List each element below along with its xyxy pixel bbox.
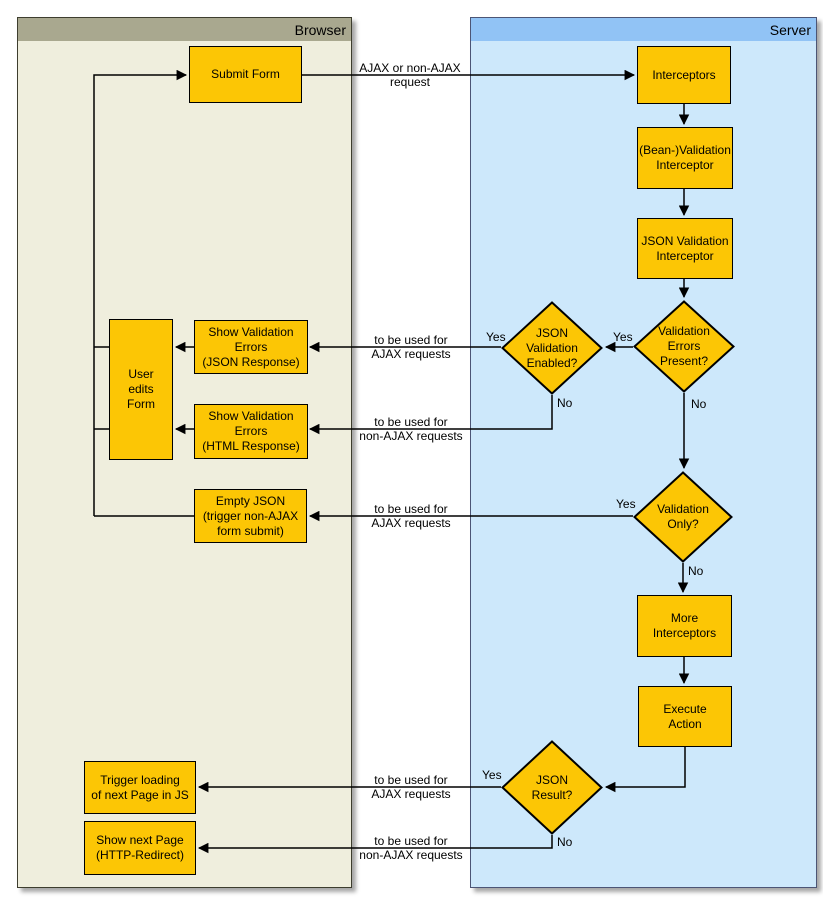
label-no-validation-only: No — [688, 564, 704, 578]
edge-label-ajax-mid-line2: AJAX requests — [371, 516, 451, 530]
decision-validation-only-label: Validation Only? — [657, 502, 709, 531]
decision-json-result: JSON Result? — [501, 740, 603, 835]
diamond-shape-icon — [633, 471, 733, 563]
node-submit-form: Submit Form — [189, 46, 302, 103]
label-yes-validation-only: Yes — [616, 497, 636, 511]
node-interceptors-label: Interceptors — [652, 67, 716, 82]
decision-validation-only: Validation Only? — [633, 471, 733, 563]
node-show-next-page-label: Show next Page (HTTP-Redirect) — [95, 833, 184, 862]
node-bean-validation-interceptor: (Bean-)Validation Interceptor — [637, 127, 733, 189]
edge-label-request-line2: request — [389, 75, 431, 89]
node-empty-json-label: Empty JSON (trigger non-AJAX form submit… — [202, 493, 299, 538]
diamond-shape-icon — [501, 301, 603, 395]
node-user-edits-form: User edits Form — [109, 319, 173, 460]
lane-server-header: Server — [471, 18, 816, 41]
label-no-json-result: No — [557, 835, 573, 849]
node-show-validation-errors-json-label: Show Validation Errors (JSON Response) — [202, 324, 300, 369]
lane-browser-title: Browser — [294, 21, 346, 38]
edge-label-ajax-mid-line1: to be used for — [374, 502, 448, 516]
node-execute-action-label: Execute Action — [663, 701, 707, 731]
decision-json-validation-enabled-label: JSON Validation Enabled? — [526, 325, 578, 370]
node-show-validation-errors-json: Show Validation Errors (JSON Response) — [194, 320, 308, 374]
node-user-edits-form-label: User edits Form — [127, 367, 155, 411]
node-empty-json: Empty JSON (trigger non-AJAX form submit… — [194, 489, 307, 543]
node-show-next-page: Show next Page (HTTP-Redirect) — [84, 821, 196, 875]
edge-label-non-ajax-mid-line2: non-AJAX requests — [359, 429, 463, 443]
node-more-interceptors: More Interceptors — [637, 595, 732, 657]
edge-execute-to-json-result — [604, 747, 686, 793]
edge-label-request-line1: AJAX or non-AJAX — [359, 61, 461, 75]
node-trigger-loading: Trigger loading of next Page in JS — [84, 761, 196, 814]
edge-label-ajax-top-line2: AJAX requests — [371, 347, 451, 361]
edge-bus-to-submit-form — [93, 69, 188, 516]
label-no-json-enabled: No — [557, 396, 573, 410]
node-show-validation-errors-html: Show Validation Errors (HTML Response) — [194, 404, 308, 459]
diamond-shape-icon — [633, 300, 735, 393]
node-interceptors: Interceptors — [637, 46, 731, 104]
decision-json-validation-enabled: JSON Validation Enabled? — [501, 301, 603, 395]
decision-validation-errors-present-label: Validation Errors Present? — [658, 324, 710, 368]
edge-label-ajax-top: to be used for AJAX requests — [346, 333, 476, 361]
lane-browser-header: Browser — [18, 18, 351, 41]
edge-label-ajax-bottom-line2: AJAX requests — [371, 787, 451, 801]
edge-label-ajax-top-line1: to be used for — [374, 333, 448, 347]
edge-label-non-ajax-bottom-line2: non-AJAX requests — [359, 848, 463, 862]
lane-server-title: Server — [769, 21, 811, 38]
node-json-validation-interceptor: JSON Validation Interceptor — [637, 218, 733, 279]
node-bean-validation-interceptor-label: (Bean-)Validation Interceptor — [639, 143, 731, 172]
edge-label-ajax-bottom-line1: to be used for — [374, 773, 448, 787]
label-yes-errors-present: Yes — [613, 330, 633, 344]
decision-json-result-label: JSON Result? — [531, 772, 573, 802]
edge-label-ajax-bottom: to be used for AJAX requests — [346, 773, 476, 801]
node-execute-action: Execute Action — [638, 686, 732, 747]
label-no-errors-present: No — [691, 397, 707, 411]
edge-label-non-ajax-bottom: to be used for non-AJAX requests — [346, 834, 476, 862]
node-json-validation-interceptor-label: JSON Validation Interceptor — [641, 233, 729, 263]
label-yes-json-result: Yes — [482, 768, 502, 782]
edge-label-request: AJAX or non-AJAX request — [340, 61, 480, 89]
node-more-interceptors-label: More Interceptors — [652, 611, 717, 640]
edge-label-non-ajax-mid-line1: to be used for — [374, 415, 448, 429]
decision-validation-errors-present: Validation Errors Present? — [633, 300, 735, 393]
node-trigger-loading-label: Trigger loading of next Page in JS — [91, 772, 189, 802]
edge-label-ajax-mid: to be used for AJAX requests — [346, 502, 476, 530]
diamond-shape-icon — [501, 740, 603, 835]
edge-label-non-ajax-mid: to be used for non-AJAX requests — [346, 415, 476, 443]
edge-json-result-no-to-show-next-page — [197, 835, 553, 854]
node-submit-form-label: Submit Form — [211, 67, 280, 81]
edge-label-non-ajax-bottom-line1: to be used for — [374, 834, 448, 848]
label-yes-json-enabled: Yes — [486, 330, 506, 344]
edge-json-enabled-no-to-show-errors-html — [308, 395, 553, 435]
node-show-validation-errors-html-label: Show Validation Errors (HTML Response) — [202, 409, 300, 453]
